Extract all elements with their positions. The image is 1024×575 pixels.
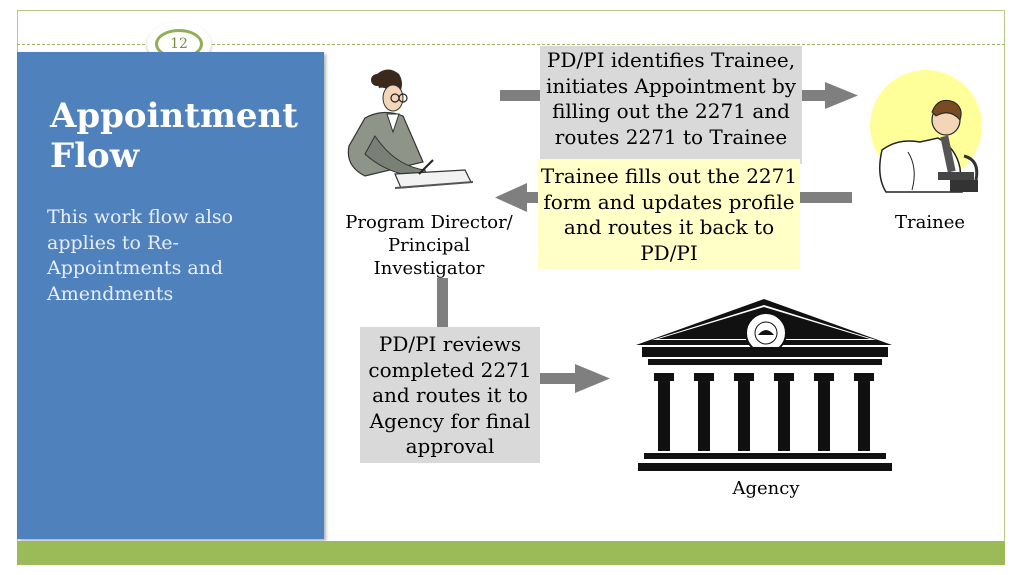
trainee-label: Trainee	[895, 212, 965, 233]
footer-bar	[17, 541, 1005, 565]
top-divider	[17, 44, 1005, 45]
program-director-figure	[347, 69, 474, 189]
arrow-to-trainee	[500, 82, 858, 109]
step-3-box: PD/PI reviews completed 2271 and routes …	[360, 327, 540, 463]
step-2-box: Trainee fills out the 2271 form and upda…	[538, 159, 800, 269]
side-panel: Appointment Flow This work flow also app…	[17, 52, 324, 539]
trainee-figure	[870, 70, 982, 193]
pdpi-label: Program Director/ Principal Investigator	[345, 212, 513, 279]
agency-building-icon	[636, 299, 892, 471]
step-1-text: PD/PI identifies Trainee, initiates Appo…	[545, 48, 797, 149]
slide-subtitle: This work flow also applies to Re-Appoin…	[47, 206, 234, 305]
slide-title: Appointment Flow	[50, 96, 298, 176]
step-1-box: PD/PI identifies Trainee, initiates Appo…	[540, 46, 802, 164]
arrow-to-agency	[540, 364, 610, 393]
step-2-text: Trainee fills out the 2271 form and upda…	[540, 164, 798, 265]
step-3-text: PD/PI reviews completed 2271 and routes …	[368, 332, 532, 458]
arrow-to-pdpi	[495, 183, 852, 212]
connector-pdpi-down	[437, 278, 448, 330]
agency-label: Agency	[732, 478, 800, 499]
